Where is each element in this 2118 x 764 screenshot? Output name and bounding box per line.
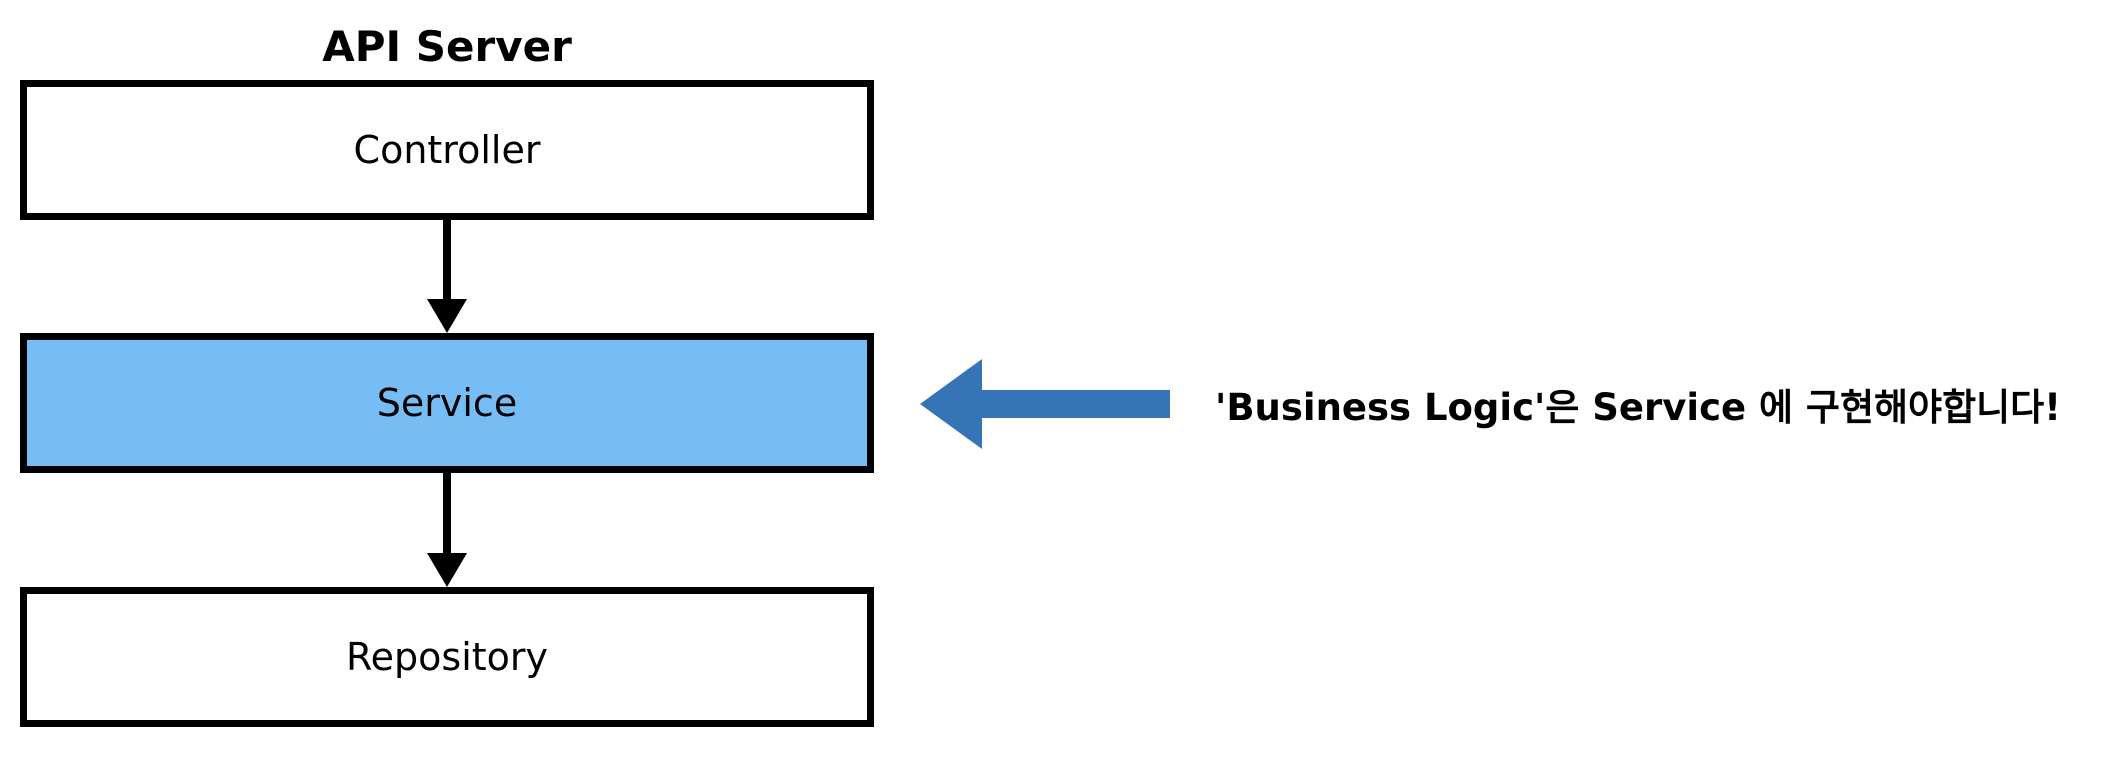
arrow-head-icon <box>427 553 467 587</box>
pointer-arrow-icon <box>920 359 1170 449</box>
arrow-shaft <box>443 220 451 300</box>
repository-box: Repository <box>20 587 874 727</box>
controller-label: Controller <box>353 128 541 172</box>
business-logic-note: 'Business Logic'은 Service 에 구현해야합니다! <box>1215 386 2062 429</box>
arrow-head-icon <box>427 299 467 333</box>
service-label: Service <box>376 381 518 425</box>
service-to-repository-arrow <box>427 473 467 587</box>
pointer-arrow-shape <box>920 359 1170 449</box>
service-box: Service <box>20 333 874 473</box>
controller-to-service-arrow <box>427 220 467 333</box>
diagram-title: API Server <box>322 21 572 71</box>
arrow-shaft <box>443 473 451 553</box>
controller-box: Controller <box>20 80 874 220</box>
repository-label: Repository <box>345 635 549 679</box>
